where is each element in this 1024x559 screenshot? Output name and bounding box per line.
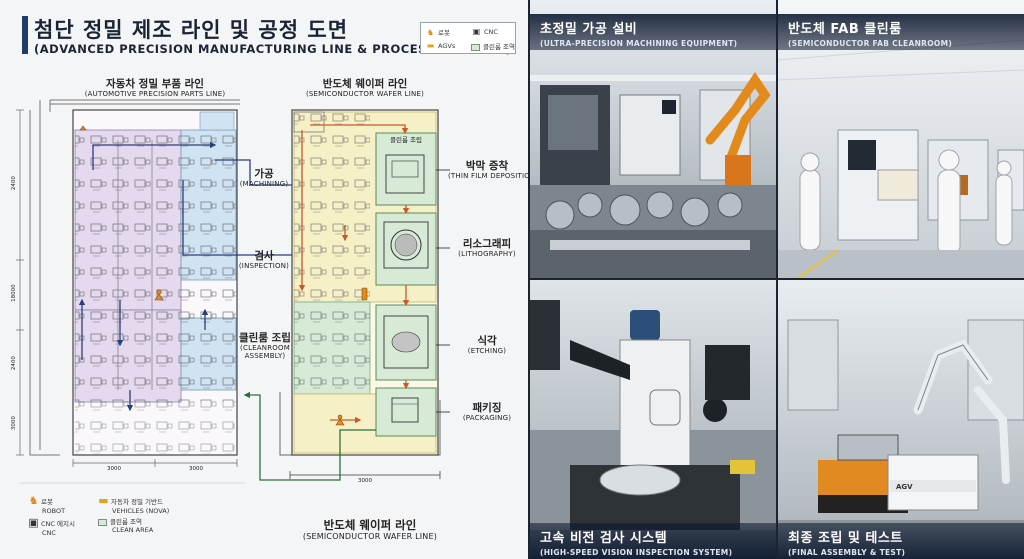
wafer-line-title-bottom: 반도체 웨이퍼 라인 (SEMICONDUCTOR WAFER LINE) xyxy=(302,518,438,542)
dim-right-bottom: 3000 xyxy=(358,478,372,484)
robot-legend-icon: ♞ xyxy=(28,494,39,507)
label-etching: 식각 (ETCHING) xyxy=(467,335,507,356)
microscope-illustration xyxy=(530,280,776,559)
wafer-cell-lithography xyxy=(375,212,437,286)
auto-zone-office xyxy=(199,111,235,131)
panel-vision-inspection: 고속 비전 검사 시스템 (HIGH-SPEED VISION INSPECTI… xyxy=(530,280,776,559)
wafer-line-title-top: 반도체 웨이퍼 라인 (SEMICONDUCTOR WAFER LINE) xyxy=(305,78,425,99)
panel-assembly-caption: 최종 조립 및 테스트 (FINAL ASSEMBLY & TEST) xyxy=(778,523,1024,559)
label-machining: 가공 (MACHINING) xyxy=(239,168,289,189)
panel-vision-caption: 고속 비전 검사 시스템 (HIGH-SPEED VISION INSPECTI… xyxy=(530,523,776,559)
wafer-room-label: 클린룸 조립 xyxy=(390,136,422,144)
drawing-board: 첨단 정밀 제조 라인 및 공정 도면 (ADVANCED PRECISION … xyxy=(0,0,528,559)
robot-icon: ♞ xyxy=(426,28,435,37)
panel-machining: 초정밀 가공 설비 (ULTRA-PRECISION MACHINING EQU… xyxy=(530,0,776,278)
label-cleanroom-assembly: 클린룸 조립 (CLEANROOM ASSEMBLY) xyxy=(239,332,291,361)
auto-line-walls xyxy=(29,99,240,456)
label-thin-film-deposition: 박막 증착 (THIN FILM DEPOSITION) xyxy=(448,160,528,181)
cnc-icon: ▣ xyxy=(472,27,481,36)
vehicle-legend-icon: ▬ xyxy=(98,494,109,507)
dim-bottom-a: 3000 xyxy=(107,466,121,472)
process-leader-lines xyxy=(436,169,450,413)
label-lithography: 리소그래피 (LITHOGRAPHY) xyxy=(458,238,516,259)
wafer-cell-deposition xyxy=(375,132,437,206)
dim-left-d: 3000 xyxy=(10,416,17,431)
page-subtitle: (ADVANCED PRECISION MANUFACTURING LINE &… xyxy=(34,42,512,56)
wafer-robot-icons xyxy=(335,287,368,426)
dim-left-a: 2400 xyxy=(10,176,17,191)
dim-left-c: 2400 xyxy=(10,356,17,371)
panel-fab-cleanroom: 반도체 FAB 클린룸 (SEMICONDUCTOR FAB CLEANROOM… xyxy=(778,0,1024,278)
auto-flow-arrows xyxy=(78,141,302,412)
label-inspection: 검사 (INSPECTION) xyxy=(238,250,290,271)
panel-cleanroom-caption: 반도체 FAB 클린룸 (SEMICONDUCTOR FAB CLEANROOM… xyxy=(778,14,1024,50)
auto-dimension-lines xyxy=(16,109,238,467)
wafer-flow-arrows xyxy=(298,124,410,424)
assembly-illustration xyxy=(778,280,1024,559)
dim-bottom-b: 3000 xyxy=(189,466,203,472)
legend-top: ♞로봇 ▣CNC ▬AGVs 클린룸 조역 xyxy=(420,22,516,54)
auto-robot-icons xyxy=(79,125,164,301)
page-title: 첨단 정밀 제조 라인 및 공정 도면 xyxy=(34,18,349,42)
agv-badge: AGV xyxy=(896,483,913,491)
cross-line-flow xyxy=(243,391,376,481)
wafer-cell-packaging xyxy=(375,387,437,437)
title-accent-bar xyxy=(22,16,28,54)
clean-legend-swatch xyxy=(98,518,107,526)
panel-machining-caption: 초정밀 가공 설비 (ULTRA-PRECISION MACHINING EQU… xyxy=(530,14,776,50)
label-packaging: 패키징 (PACKAGING) xyxy=(462,402,512,423)
cnc-legend-icon: ▣ xyxy=(28,516,39,529)
wafer-cell-etching xyxy=(375,304,437,381)
clean-area-swatch xyxy=(471,43,480,51)
panel-final-assembly: AGV 최종 조립 및 테스트 (FINAL ASSEMBLY & TEST) xyxy=(778,280,1024,559)
auto-line-title: 자동차 정밀 부품 라인 (AUTOMOTIVE PRECISION PARTS… xyxy=(84,78,226,99)
agv-icon: ▬ xyxy=(426,41,435,50)
dim-left-b: 18000 xyxy=(10,284,17,302)
floor-plan-drawing xyxy=(16,99,450,484)
